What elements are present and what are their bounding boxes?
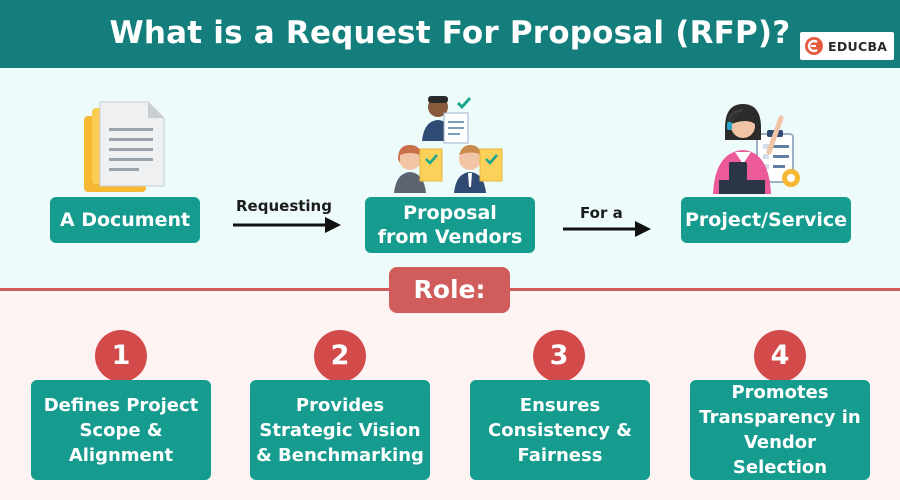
role-number-3: 3	[533, 330, 585, 382]
arrow-label-requesting: Requesting	[236, 197, 332, 215]
header-bar	[0, 0, 900, 68]
page-title: What is a Request For Proposal (RFP)?	[109, 15, 791, 51]
role-heading: Role:	[389, 267, 510, 313]
flow-step-document: A Document	[50, 197, 200, 243]
arrow-right-icon	[233, 217, 341, 233]
role-number-4: 4	[754, 330, 806, 382]
role-number-1: 1	[95, 330, 147, 382]
flow-step-project-service: Project/Service	[681, 197, 851, 243]
educba-logo-icon	[805, 37, 823, 55]
role-card-4: Promotes Transparency in Vendor Selectio…	[690, 380, 870, 480]
role-number-2: 2	[314, 330, 366, 382]
vendors-icon	[394, 96, 503, 193]
educba-logo: EDUCBA	[800, 32, 894, 60]
role-card-2: Provides Strategic Vision & Benchmarking	[250, 380, 430, 480]
role-card-1: Defines Project Scope & Alignment	[31, 380, 211, 480]
brand-name: EDUCBA	[828, 38, 888, 54]
role-card-3: Ensures Consistency & Fairness	[470, 380, 650, 480]
arrow-right-icon	[563, 221, 651, 237]
flow-step-vendor-proposal: Proposal from Vendors	[365, 197, 535, 253]
document-icon	[84, 101, 165, 192]
arrow-label-for-a: For a	[580, 204, 623, 222]
project-manager-icon	[713, 104, 800, 194]
